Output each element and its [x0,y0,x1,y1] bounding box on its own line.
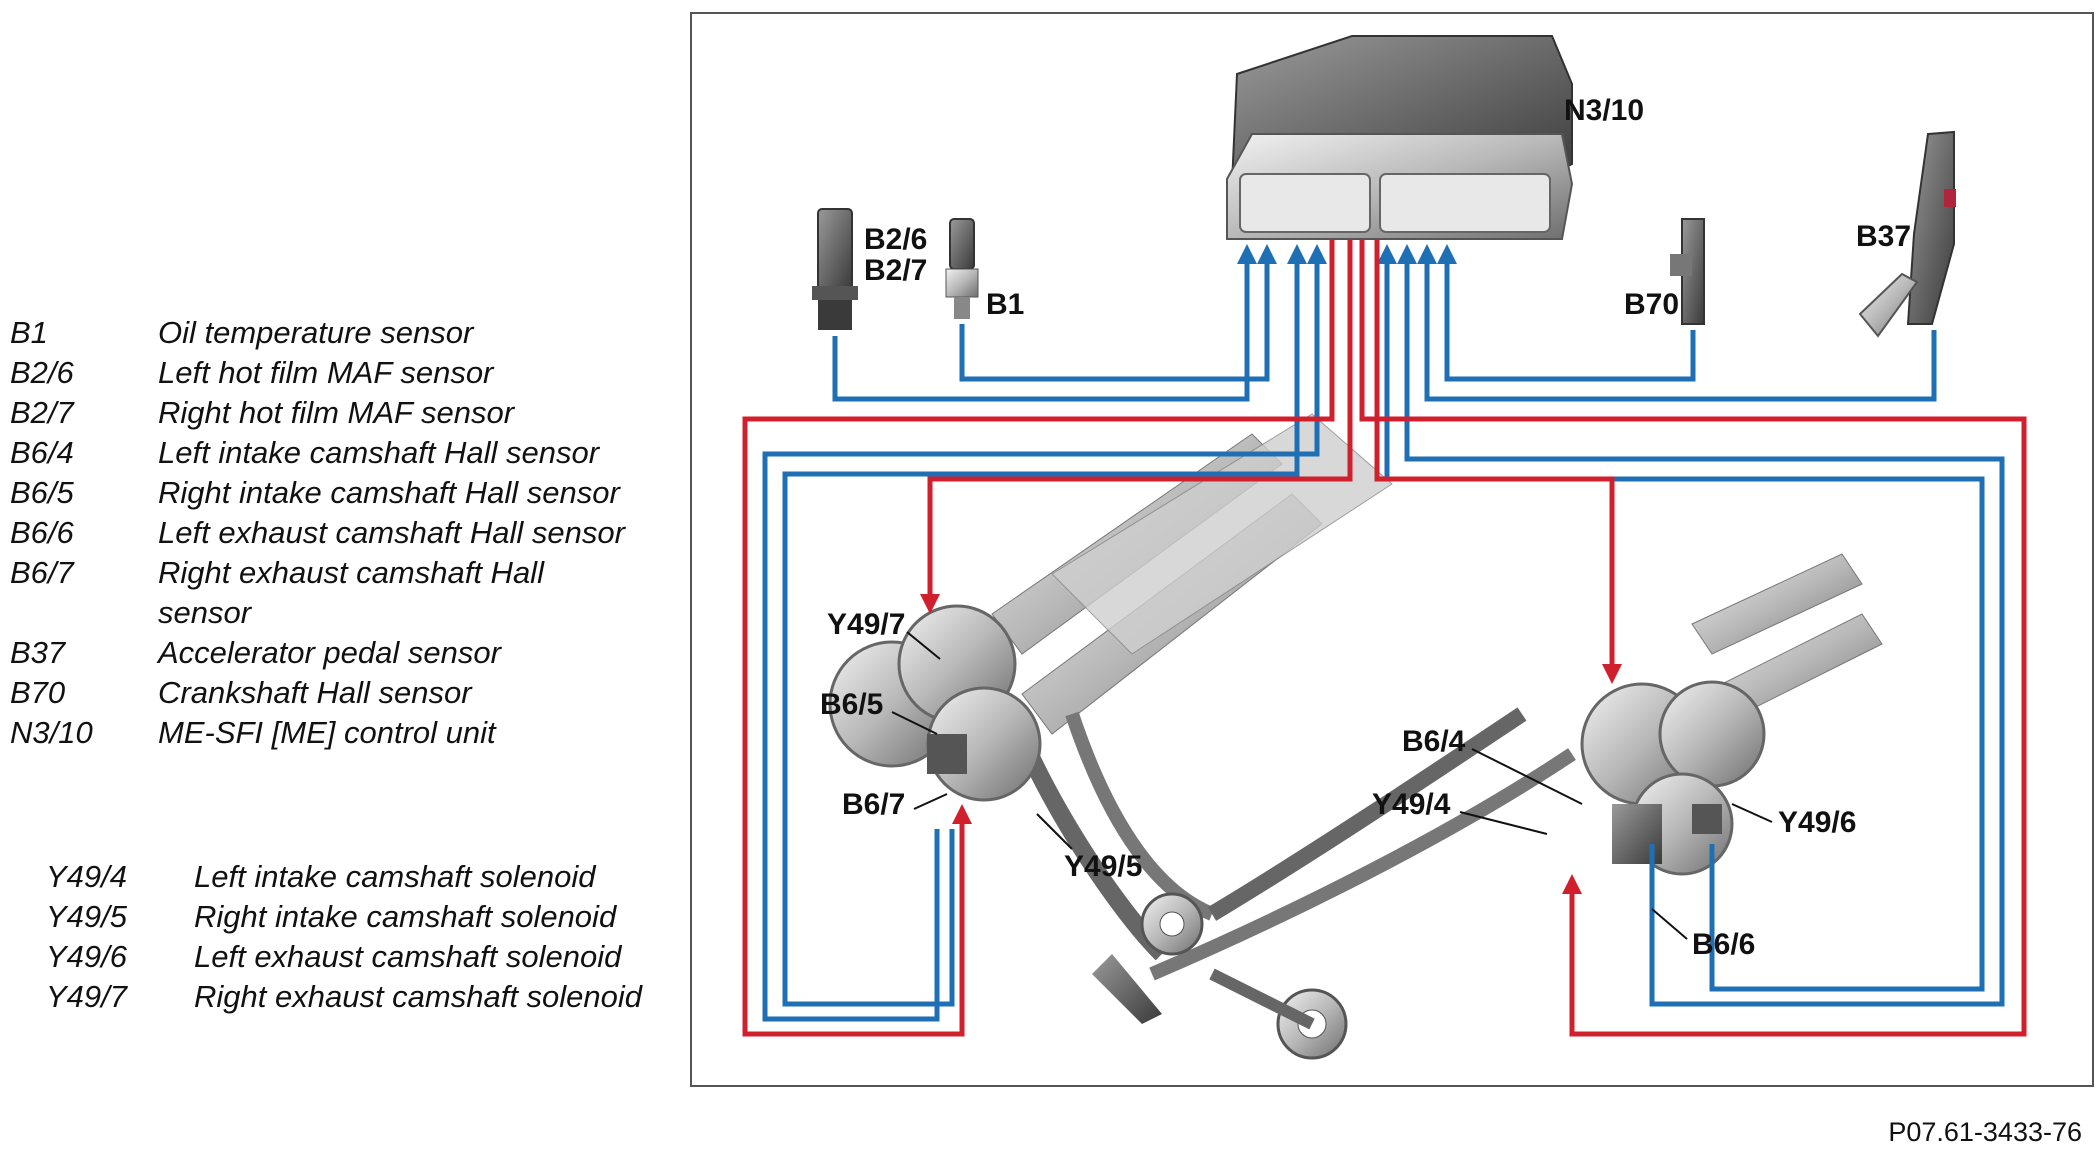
legend-code: B37 [10,635,66,670]
legend-code: B1 [10,315,48,350]
label-b70: B70 [1624,288,1679,321]
legend-row: Y49/4 Left intake camshaft solenoid [46,857,694,897]
legend-row: B6/7 Right exhaust camshaft Hall sensor [10,553,658,633]
crankshaft-hall-sensor-b70: B70 [1624,218,1705,325]
oil-temperature-sensor-b1: B1 [945,218,1024,321]
wiring-diagram: N3/10 B2/6 B2/7 B1 B70 B37 [742,35,2027,1060]
legend-desc: Oil temperature sensor [158,315,474,350]
legend-row: B6/5 Right intake camshaft Hall sensor [10,473,658,513]
legend-desc: Right hot film MAF sensor [158,395,515,430]
engine-illustration [828,413,1883,1060]
label-b37: B37 [1856,220,1911,253]
label-b2-7: B2/7 [864,254,927,287]
signal-line-oil-temp [959,244,1277,382]
signal-line-b6-4 [1397,244,2005,1007]
signal-line-b37 [1417,244,1937,402]
label-b6-4: B6/4 [1402,725,1466,758]
legend-row: B70 Crankshaft Hall sensor [10,673,658,713]
legend-code: B6/5 [10,475,74,510]
legend-code: B70 [10,675,66,710]
control-line-y49-5 [920,239,1353,614]
legend-desc: Left intake camshaft Hall sensor [158,435,600,470]
legend-desc: ME-SFI [ME] control unit [158,715,496,750]
legend-desc: Accelerator pedal sensor [158,635,501,670]
label-b6-7: B6/7 [842,788,905,821]
legend-row: N3/10 ME-SFI [ME] control unit [10,713,658,753]
legend-desc: Left hot film MAF sensor [158,355,494,390]
legend-desc: Right exhaust camshaft Hall sensor [158,555,544,630]
label-y49-4: Y49/4 [1372,788,1451,821]
legend-desc: Left intake camshaft solenoid [194,859,596,894]
legend-code: Y49/4 [46,859,128,894]
solenoid-legend: Y49/4 Left intake camshaft solenoid Y49/5… [46,857,694,1017]
legend-desc: Left exhaust camshaft Hall sensor [158,515,625,550]
legend-row: B2/6 Left hot film MAF sensor [10,353,658,393]
legend-row: Y49/5 Right intake camshaft solenoid [46,897,694,937]
legend-desc: Right exhaust camshaft solenoid [194,979,643,1014]
legend-code: B6/7 [10,555,74,590]
legend-desc: Right intake camshaft solenoid [194,899,617,934]
legend-code: Y49/5 [46,899,128,934]
control-line-y49-4 [1359,239,2027,1037]
sensor-legend: B1 Oil temperature sensor B2/6 Left hot fi… [10,313,658,753]
label-b1: B1 [986,288,1024,321]
control-unit-n3-10: N3/10 [1226,35,1644,240]
control-line-y49-7 [742,239,1335,1037]
legend-code: N3/10 [10,715,93,750]
label-b2-6: B2/6 [864,223,927,256]
label-y49-7: Y49/7 [827,608,905,641]
legend-row: B37 Accelerator pedal sensor [10,633,658,673]
figure-code: P07.61-3433-76 [1888,1117,2082,1147]
accelerator-pedal-sensor-b37: B37 [1856,130,1956,338]
label-b6-5: B6/5 [820,688,883,721]
control-line-y49-6 [1374,239,1622,684]
legend-code: B6/6 [10,515,74,550]
legend-code: B6/4 [10,435,74,470]
signal-line-b6-6 [1377,244,1985,992]
label-n3-10: N3/10 [1564,94,1644,127]
wiring-harness [742,239,2027,1037]
legend-desc: Left exhaust camshaft solenoid [194,939,622,974]
legend-row: B6/6 Left exhaust camshaft Hall sensor [10,513,658,553]
signal-line-b6-7 [782,244,1307,1007]
legend-code: B2/6 [10,355,74,390]
maf-sensor-b2-6-b2-7: B2/6 B2/7 [812,208,927,330]
legend-desc: Crankshaft Hall sensor [158,675,472,710]
component-labels: Y49/7 B6/5 B6/7 Y49/5 B6/4 Y49/4 Y49/6 B… [820,608,1856,961]
label-y49-5: Y49/5 [1064,850,1142,883]
label-b6-6: B6/6 [1692,928,1755,961]
legend-desc: Right intake camshaft Hall sensor [158,475,620,510]
legend-code: B2/7 [10,395,74,430]
legend-row: Y49/6 Left exhaust camshaft solenoid [46,937,694,977]
legend-row: B1 Oil temperature sensor [10,313,658,353]
signal-line-maf [832,244,1257,402]
legend-code: Y49/7 [46,979,128,1014]
signal-line-b70 [1437,244,1696,382]
wiring-diagram-frame: N3/10 B2/6 B2/7 B1 B70 B37 [690,12,2094,1087]
legend-row: B2/7 Right hot film MAF sensor [10,393,658,433]
legend-row: Y49/7 Right exhaust camshaft solenoid [46,977,694,1017]
legend-code: Y49/6 [46,939,128,974]
legend-row: B6/4 Left intake camshaft Hall sensor [10,433,658,473]
label-y49-6: Y49/6 [1778,806,1856,839]
